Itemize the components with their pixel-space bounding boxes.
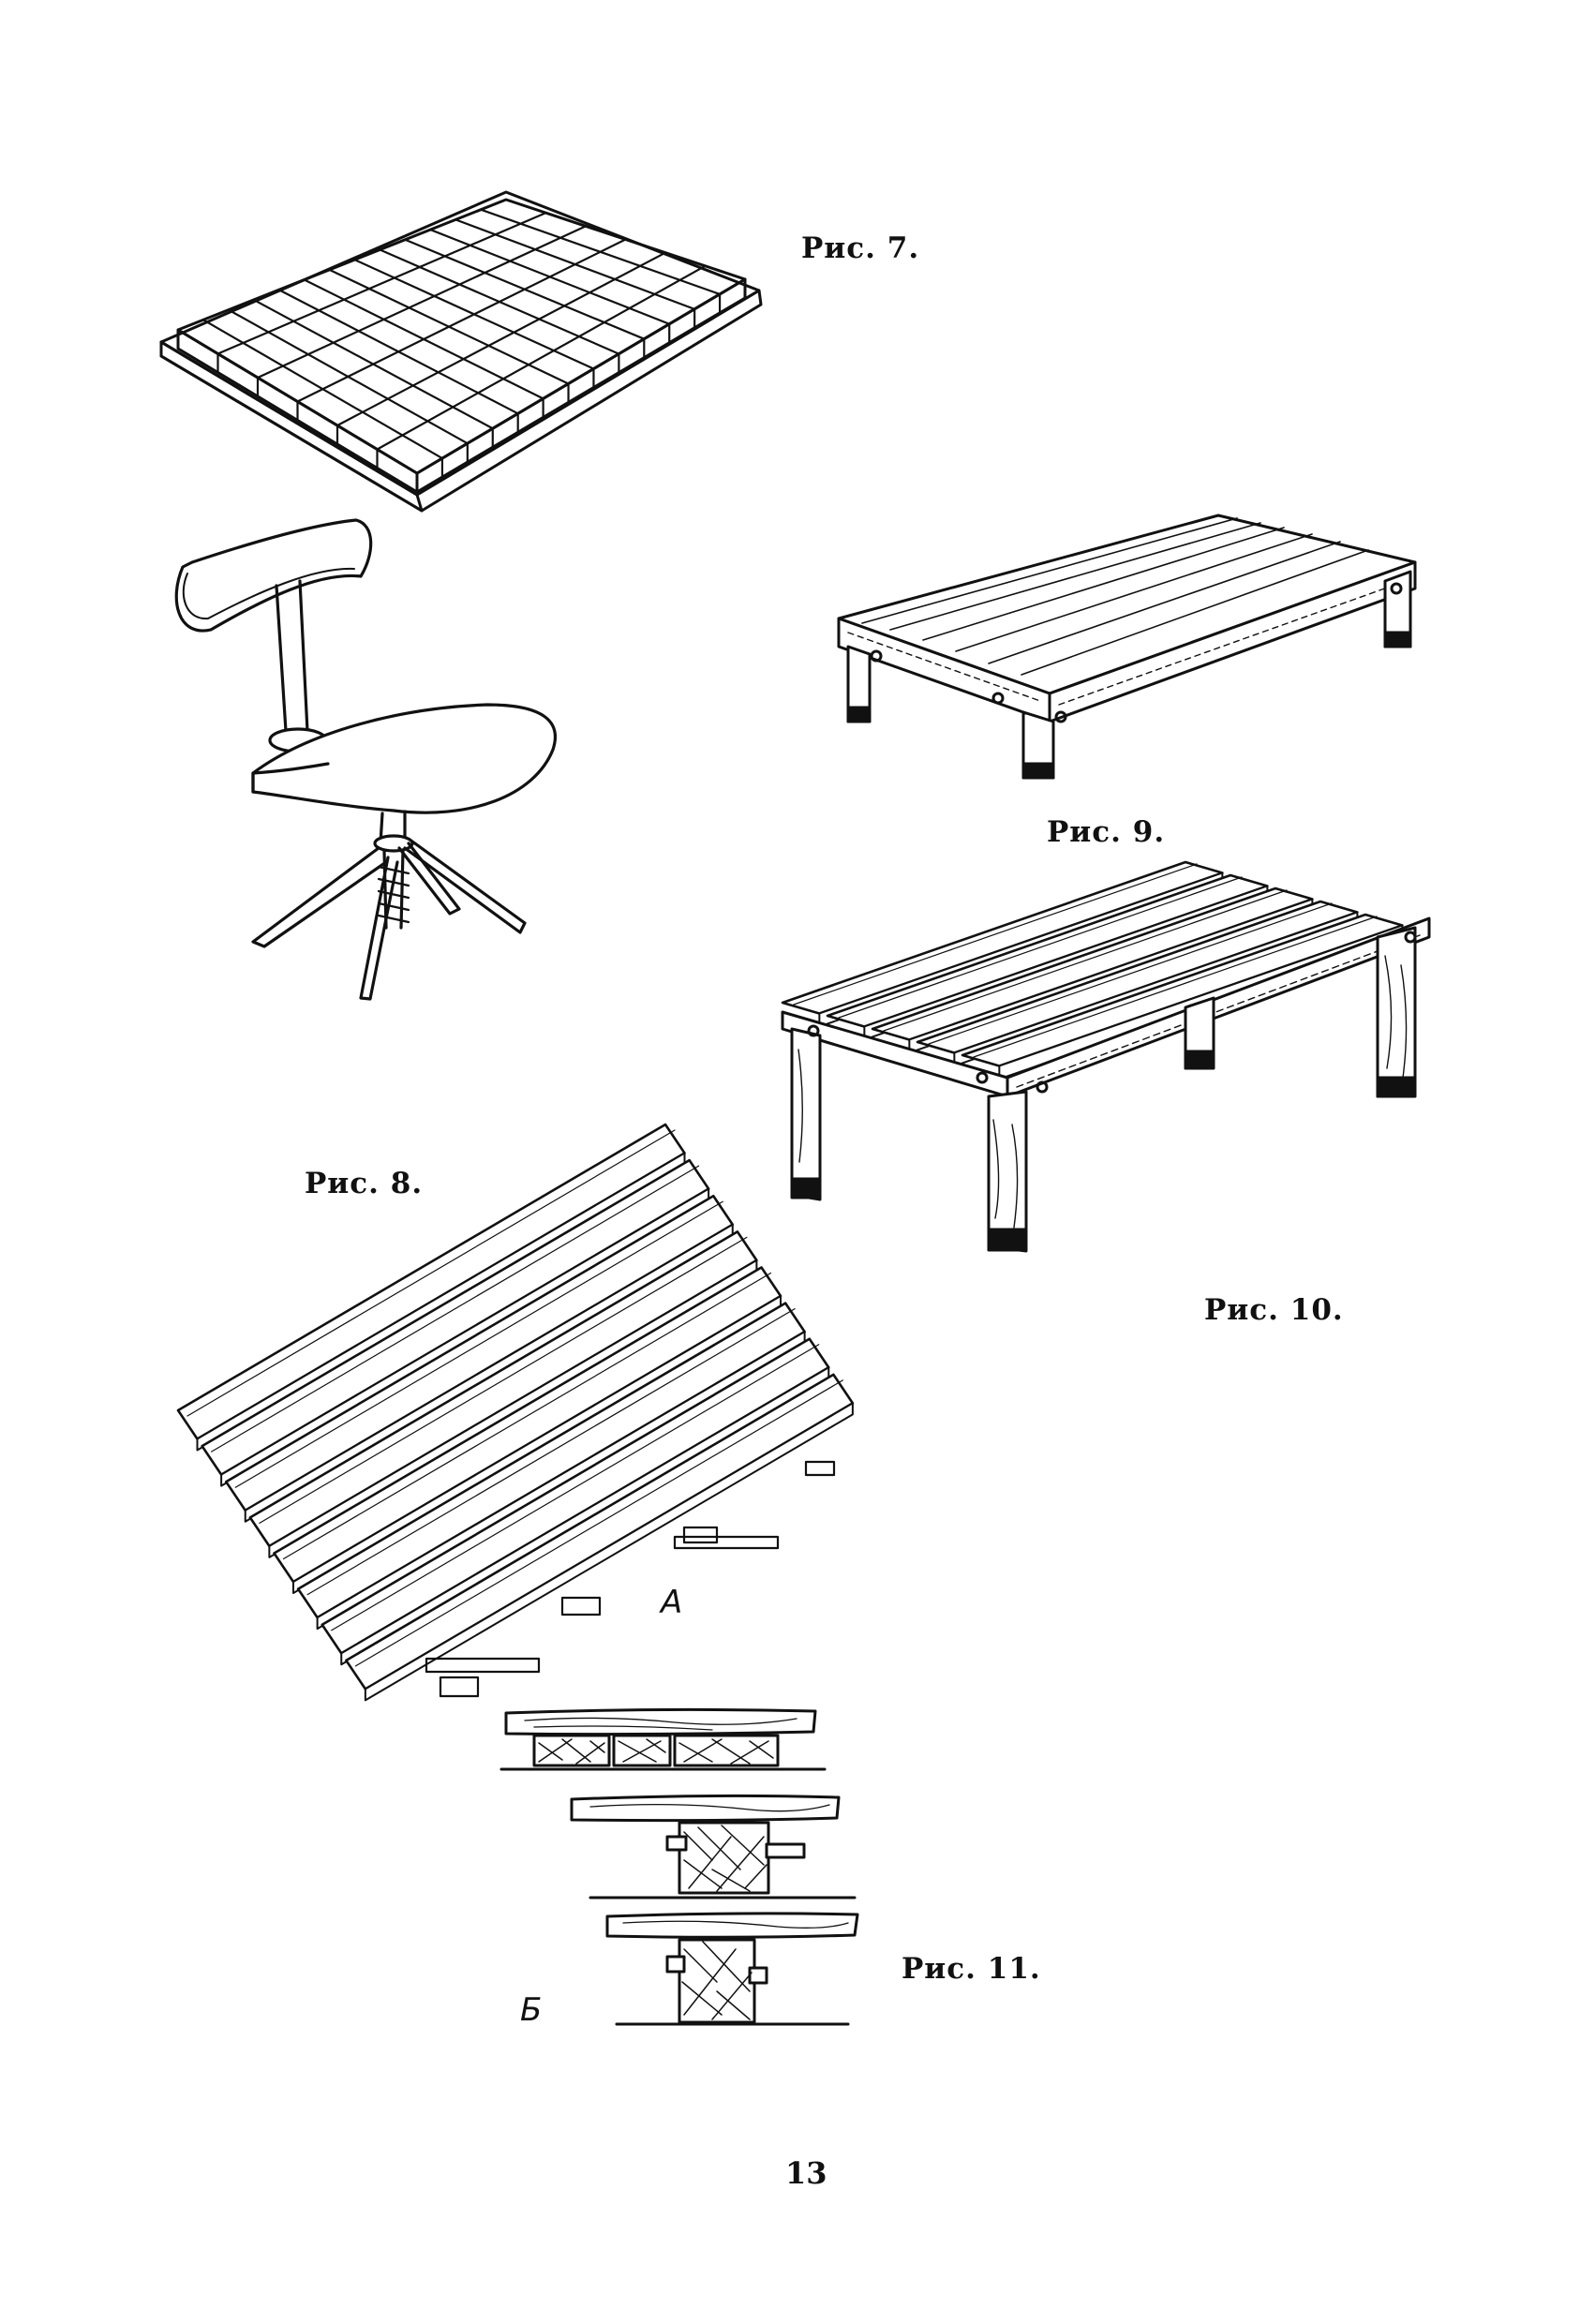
figure-7-caption: Рис. 7. — [801, 231, 920, 265]
figure-11-label-b: Б — [520, 1991, 543, 2029]
figure-10-caption: Рис. 10. — [1204, 1293, 1344, 1327]
figure-11-label-a: А — [661, 1584, 683, 1621]
page-number: 13 — [785, 2155, 827, 2191]
figure-9-caption: Рис. 9. — [1047, 815, 1166, 849]
figure-8-caption: Рис. 8. — [305, 1167, 424, 1200]
figure-11-caption: Рис. 11. — [902, 1952, 1041, 1986]
